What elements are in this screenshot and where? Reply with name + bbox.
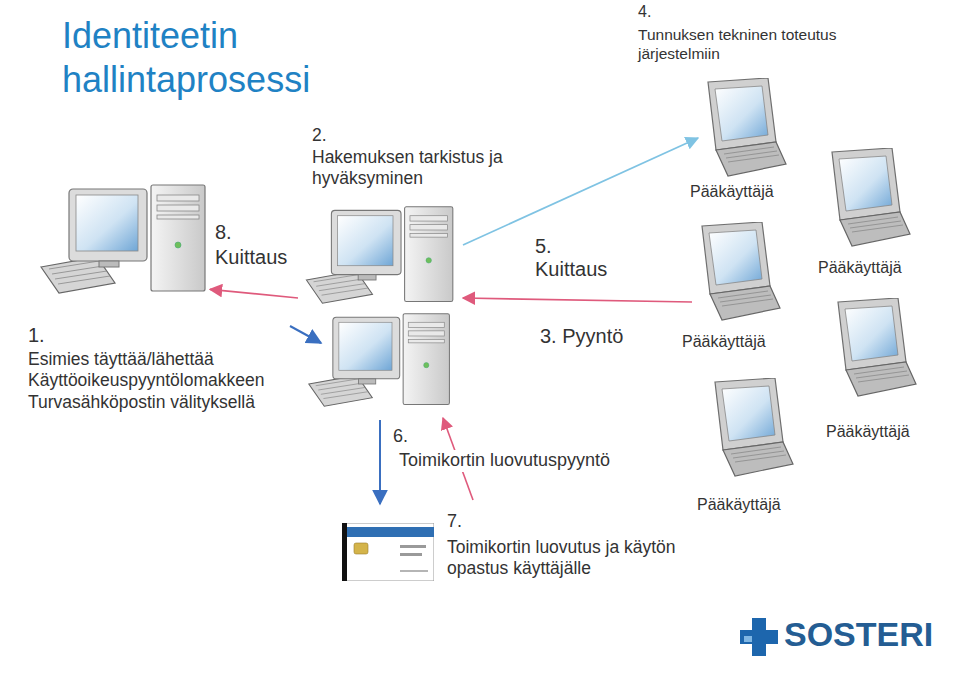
flow-connector — [463, 298, 692, 302]
node-label: Pääkäyttäjä — [682, 332, 766, 352]
node-icon-shape — [306, 207, 452, 303]
admin-laptop: Pääkäyttäjä — [828, 298, 918, 398]
node-icon — [692, 222, 782, 322]
node-label: Pääkäyttäjä — [697, 495, 781, 515]
node-icon-shape — [832, 148, 910, 246]
step-number: 5. — [535, 234, 552, 258]
node-icon — [822, 148, 912, 248]
workstation-icon — [309, 314, 450, 407]
step-label: Kuittaus — [535, 257, 607, 281]
node-icon — [298, 205, 463, 305]
node-label: Pääkäyttäjä — [826, 422, 910, 442]
admin-laptop: Pääkäyttäjä — [705, 378, 795, 478]
step-label: Kuittaus — [215, 245, 287, 269]
smart-card: 7.Toimikortin luovutus ja käytön opastus… — [342, 523, 434, 581]
step-label: Tunnuksen tekninen toteutus järjestelmii… — [638, 26, 878, 64]
node-icon — [342, 523, 434, 581]
admin-laptop: Pääkäyttäjä — [692, 222, 782, 322]
node-label: Pääkäyttäjä — [690, 182, 774, 202]
node-label: Toimikortin luovutus ja käytön opastus k… — [447, 537, 709, 580]
workstation: 2.Hakemuksen tarkistus ja hyväksyminen — [298, 205, 463, 305]
node-icon-shape — [838, 298, 916, 396]
node-icon-shape — [702, 222, 780, 320]
step-label: 3. Pyyntö — [540, 324, 623, 348]
logo-text: SOSTERI — [784, 614, 933, 655]
step-number: 1. — [28, 323, 45, 347]
admin-laptop: Pääkäyttäjä — [822, 148, 912, 248]
node-icon-shape — [342, 523, 434, 581]
step-label: Toimikortin luovutuspyyntö — [397, 450, 612, 472]
admin-laptop: Pääkäyttäjä — [698, 78, 788, 178]
step-number: 6. — [393, 426, 408, 448]
node-icon — [828, 298, 918, 398]
node-icon-shape — [715, 378, 793, 476]
node-icon — [38, 183, 210, 295]
step-number: 8. — [215, 220, 232, 244]
node-icon-shape — [708, 78, 786, 176]
node-label: Pääkäyttäjä — [818, 258, 902, 278]
step-number: 4. — [638, 2, 651, 22]
flow-arrow — [379, 420, 381, 504]
node-icon-shape — [41, 185, 205, 293]
logo-cross — [740, 618, 778, 656]
flow-connector — [210, 289, 298, 298]
page-title: Identiteetin hallintaprosessi — [62, 14, 372, 102]
node-label: Esimies täyttää/lähettää Käyttöoikeuspyy… — [28, 349, 310, 413]
flow-arrow — [290, 326, 321, 343]
workstation: 1.Esimies täyttää/lähettää Käyttöoikeusp… — [38, 183, 210, 295]
node-icon — [698, 78, 788, 178]
node-label: Hakemuksen tarkistus ja hyväksyminen — [312, 147, 527, 190]
node-icon — [705, 378, 795, 478]
step-number: 2. — [312, 125, 327, 146]
step-number: 7. — [447, 511, 462, 533]
